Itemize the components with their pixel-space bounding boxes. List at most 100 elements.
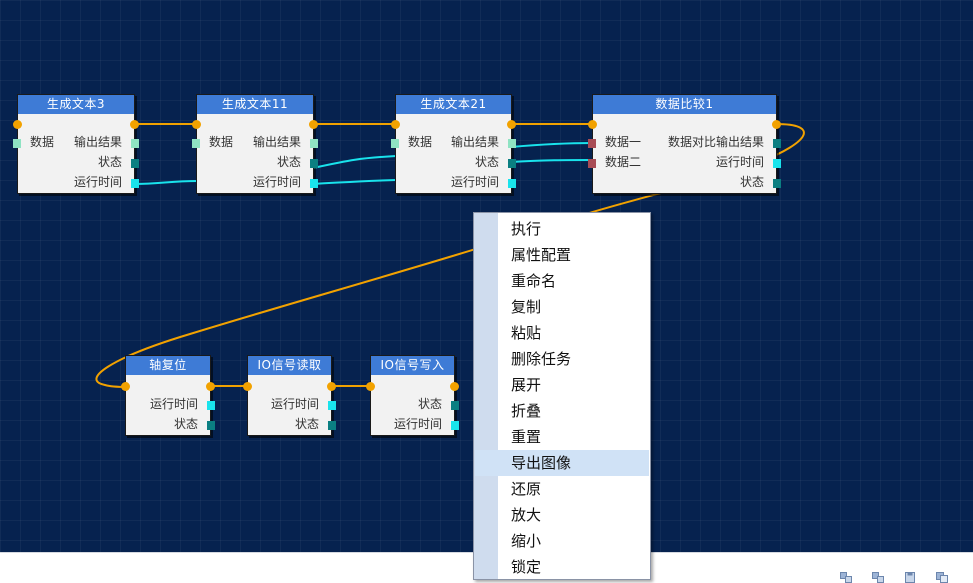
node-title: IO信号写入 — [371, 356, 454, 375]
result-out-port[interactable] — [310, 139, 318, 148]
node-axis-reset[interactable]: 轴复位 运行时间 状态 — [121, 355, 215, 436]
context-menu[interactable]: 执行 属性配置 重命名 复制 粘贴 删除任务 展开 折叠 重置 导出图像 还原 … — [473, 212, 651, 580]
menu-item-label: 重命名 — [511, 272, 557, 290]
menu-item-lock[interactable]: 锁定 — [475, 554, 649, 580]
node-data-compare-1[interactable]: 数据比较1 数据一 数据二 数据对比输出结果 运行时间 状态 — [588, 94, 781, 194]
node-title: 生成文本11 — [197, 95, 313, 114]
menu-item-reset[interactable]: 重置 — [475, 424, 649, 450]
flow-out-port[interactable] — [327, 382, 336, 391]
status-out-port[interactable] — [328, 421, 336, 430]
result-out-port[interactable] — [773, 139, 781, 148]
menu-item-label: 锁定 — [511, 558, 542, 576]
menu-item-expand[interactable]: 展开 — [475, 372, 649, 398]
node-io-signal-write[interactable]: IO信号写入 状态 运行时间 — [366, 355, 459, 436]
flow-in-port[interactable] — [121, 382, 130, 391]
flow-in-port[interactable] — [192, 120, 201, 129]
flow-out-port[interactable] — [309, 120, 318, 129]
data-one-in-port[interactable] — [588, 139, 596, 148]
flow-out-port[interactable] — [130, 120, 139, 129]
menu-item-label: 属性配置 — [511, 246, 572, 264]
data-wire-gen3-time — [133, 180, 198, 185]
runtime-out-port[interactable] — [451, 421, 459, 430]
menu-item-label: 放大 — [511, 506, 542, 524]
node-title: 数据比较1 — [593, 95, 776, 114]
output-label-runtime: 运行时间 — [270, 397, 319, 411]
menu-item-label: 执行 — [511, 220, 542, 238]
zoom-out-icon[interactable] — [872, 572, 884, 583]
menu-item-label: 重置 — [511, 428, 542, 446]
menu-item-properties[interactable]: 属性配置 — [475, 242, 649, 268]
node-generate-text-3[interactable]: 生成文本3 数据 输出结果 状态 运行时间 — [13, 94, 139, 194]
node-generate-text-21[interactable]: 生成文本21 数据 输出结果 状态 运行时间 — [391, 94, 516, 194]
runtime-out-port[interactable] — [131, 179, 139, 188]
menu-item-paste[interactable]: 粘贴 — [475, 320, 649, 346]
data-two-in-port[interactable] — [588, 159, 596, 168]
menu-item-label: 粘贴 — [511, 324, 542, 342]
status-out-port[interactable] — [310, 159, 318, 168]
status-out-port[interactable] — [451, 401, 459, 410]
runtime-out-port[interactable] — [207, 401, 215, 410]
flow-in-port[interactable] — [391, 120, 400, 129]
data-in-port[interactable] — [391, 139, 399, 148]
menu-item-label: 展开 — [511, 376, 542, 394]
zoom-in-icon[interactable] — [840, 572, 852, 583]
output-label-runtime: 运行时间 — [450, 175, 499, 189]
result-out-port[interactable] — [508, 139, 516, 148]
node-io-signal-read[interactable]: IO信号读取 运行时间 状态 — [243, 355, 336, 436]
data-in-port[interactable] — [192, 139, 200, 148]
input-label-data-two: 数据二 — [605, 155, 642, 169]
copy-icon[interactable] — [936, 572, 948, 583]
menu-item-label: 缩小 — [511, 532, 542, 550]
flow-out-port[interactable] — [507, 120, 516, 129]
status-out-port[interactable] — [773, 179, 781, 188]
runtime-out-port[interactable] — [310, 179, 318, 188]
menu-item-execute[interactable]: 执行 — [475, 216, 649, 242]
runtime-out-port[interactable] — [508, 179, 516, 188]
data-wire-gen11-status — [312, 155, 397, 169]
flow-in-port[interactable] — [588, 120, 597, 129]
data-wire-gen11-time — [312, 179, 397, 185]
flow-in-port[interactable] — [366, 382, 375, 391]
menu-item-export-image[interactable]: 导出图像 — [475, 450, 649, 476]
input-label-data: 数据 — [30, 135, 55, 149]
data-wire-gen21-out — [510, 142, 594, 148]
output-label-result: 输出结果 — [252, 135, 301, 149]
output-label-runtime: 运行时间 — [149, 397, 198, 411]
menu-item-rename[interactable]: 重命名 — [475, 268, 649, 294]
input-label-data: 数据 — [408, 135, 433, 149]
status-out-port[interactable] — [207, 421, 215, 430]
menu-item-label: 折叠 — [511, 402, 542, 420]
input-label-data: 数据 — [209, 135, 234, 149]
result-out-port[interactable] — [131, 139, 139, 148]
status-out-port[interactable] — [131, 159, 139, 168]
runtime-out-port[interactable] — [328, 401, 336, 410]
output-label-status: 状态 — [417, 397, 442, 411]
output-label-result: 输出结果 — [73, 135, 122, 149]
save-icon[interactable] — [904, 572, 916, 583]
runtime-out-port[interactable] — [773, 159, 781, 168]
menu-icon-gutter — [474, 213, 498, 579]
menu-item-collapse[interactable]: 折叠 — [475, 398, 649, 424]
menu-item-delete-task[interactable]: 删除任务 — [475, 346, 649, 372]
data-wire-gen21-status — [510, 159, 594, 163]
flow-out-port[interactable] — [450, 382, 459, 391]
flow-out-port[interactable] — [206, 382, 215, 391]
menu-item-restore[interactable]: 还原 — [475, 476, 649, 502]
data-in-port[interactable] — [13, 139, 21, 148]
menu-item-zoom-in[interactable]: 放大 — [475, 502, 649, 528]
output-label-result: 输出结果 — [450, 135, 499, 149]
menu-item-label: 删除任务 — [511, 350, 572, 368]
flow-in-port[interactable] — [243, 382, 252, 391]
flow-in-port[interactable] — [13, 120, 22, 129]
menu-item-zoom-out[interactable]: 缩小 — [475, 528, 649, 554]
menu-item-copy[interactable]: 复制 — [475, 294, 649, 320]
output-label-status: 状态 — [173, 417, 198, 431]
menu-item-label: 导出图像 — [511, 454, 572, 472]
output-label-runtime: 运行时间 — [73, 175, 122, 189]
flow-out-port[interactable] — [772, 120, 781, 129]
node-generate-text-11[interactable]: 生成文本11 数据 输出结果 状态 运行时间 — [192, 94, 318, 194]
node-title: IO信号读取 — [248, 356, 331, 375]
menu-item-label: 复制 — [511, 298, 542, 316]
status-out-port[interactable] — [508, 159, 516, 168]
node-title: 生成文本3 — [18, 95, 134, 114]
